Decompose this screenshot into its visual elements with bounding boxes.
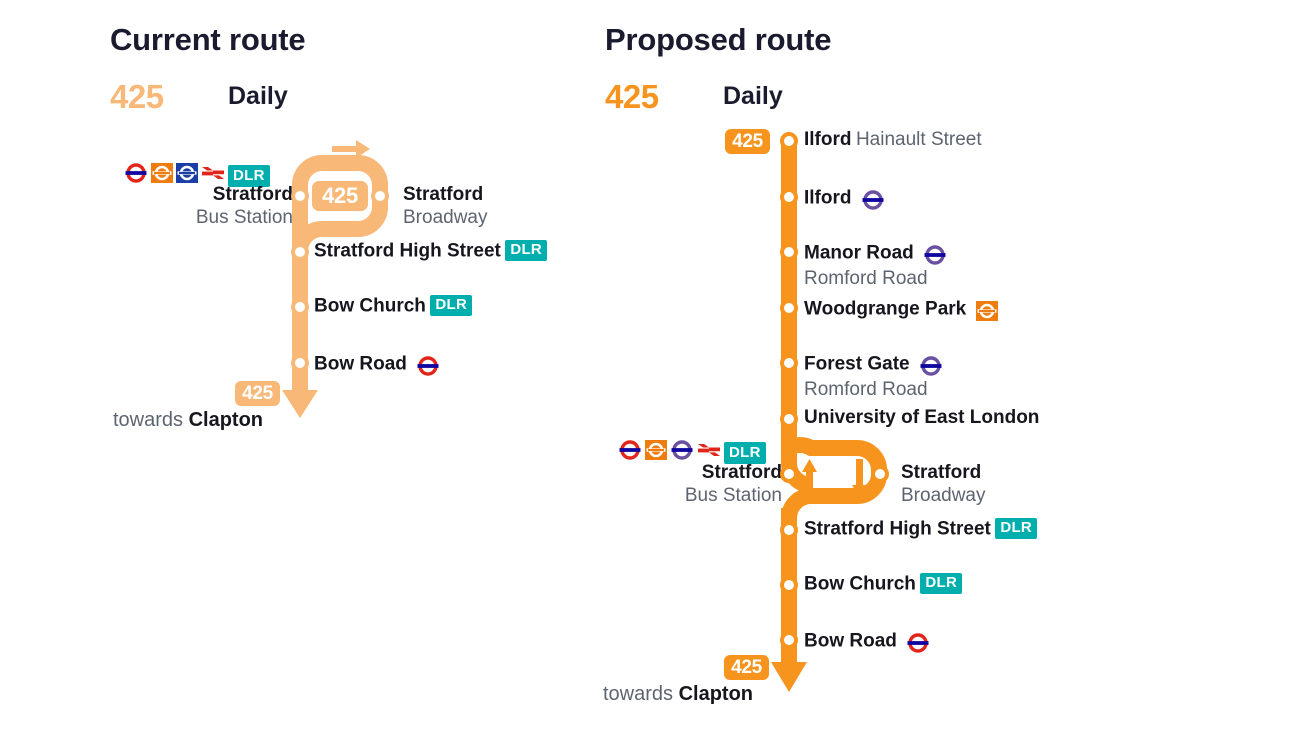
dlr-badge-icon: DLR	[920, 573, 963, 594]
current-stratford-interchange-icons: DLR	[124, 163, 270, 188]
proposed-stop-label-forest-gate: Forest Gate Romford Road	[804, 352, 943, 400]
overground-square-icon	[151, 163, 173, 188]
stop-name: Stratford High Street	[314, 240, 501, 262]
towards-prefix: towards	[603, 683, 674, 705]
stop-marker-manor-road[interactable]	[780, 243, 798, 261]
proposed-stop-label-manor-road: Manor Road Romford Road	[804, 241, 947, 289]
dlr-badge-icon: DLR	[995, 518, 1038, 539]
stop-marker-stratford-high-street[interactable]	[291, 243, 309, 261]
stop-marker-stratford-high-street[interactable]	[780, 521, 798, 539]
stop-subname: Broadway	[403, 206, 488, 228]
towards-prefix: towards	[113, 409, 184, 431]
proposed-route-number: 425	[605, 78, 659, 115]
proposed-stop-label-stratford-bus-station: Stratford Bus Station	[550, 463, 782, 506]
stop-name: Woodgrange Park	[804, 298, 967, 320]
stop-marker-stratford-bus-station[interactable]	[291, 187, 309, 205]
current-stop-label-stratford-bus-station: Stratford Bus Station	[60, 185, 293, 228]
stop-subname: Bus Station	[195, 206, 293, 228]
national-rail-icon	[201, 163, 225, 188]
dlr-badge-icon: DLR	[505, 240, 548, 261]
current-towards-route-badge: 425	[235, 381, 280, 406]
current-towards-label: towards Clapton	[113, 409, 263, 432]
elizabeth-roundel-icon	[670, 440, 694, 465]
stop-marker-bow-road[interactable]	[291, 354, 309, 372]
current-loop-route-badge: 425	[312, 181, 368, 211]
current-stop-label-bow-church: Bow Church DLR	[314, 295, 473, 317]
overground-square-icon	[645, 440, 667, 465]
stop-name: Ilford	[804, 129, 852, 150]
stop-name: Bow Church	[314, 295, 426, 317]
stop-name: Stratford	[901, 462, 982, 483]
current-route-frequency: Daily	[228, 82, 288, 110]
tfl-rail-square-icon	[176, 163, 198, 188]
dlr-badge-icon: DLR	[228, 164, 270, 187]
elizabeth-roundel-icon	[919, 356, 943, 381]
stop-name: Manor Road	[804, 242, 914, 264]
proposed-stop-label-woodgrange-park: Woodgrange Park	[804, 297, 998, 322]
proposed-route-panel: Proposed route 425 Daily 425 Ilford Hain…	[595, 0, 1305, 737]
proposed-stop-label-stratford-broadway: Stratford Broadway	[901, 463, 986, 506]
stop-subname: Broadway	[901, 484, 986, 506]
proposed-top-route-badge: 425	[725, 129, 770, 154]
stop-marker-ilford-hainault-street[interactable]	[780, 132, 798, 150]
stop-subname: Bus Station	[684, 484, 782, 506]
stop-marker-forest-gate[interactable]	[780, 354, 798, 372]
stop-subname: Romford Road	[804, 378, 928, 400]
elizabeth-roundel-icon	[861, 190, 885, 215]
stop-marker-bow-church[interactable]	[291, 298, 309, 316]
national-rail-icon	[697, 440, 721, 465]
stop-name: Bow Church	[804, 573, 916, 595]
proposed-stop-label-ilford-hainault-street: Ilford Hainault Street	[804, 130, 982, 150]
current-stop-label-bow-road: Bow Road	[314, 352, 440, 377]
stop-name: Stratford	[701, 462, 782, 483]
stop-name: Stratford	[212, 184, 293, 205]
stop-marker-stratford-broadway[interactable]	[871, 465, 889, 483]
current-stop-label-stratford-high-street: Stratford High Street DLR	[314, 240, 548, 262]
stop-marker-bow-church[interactable]	[780, 576, 798, 594]
underground-roundel-icon	[618, 440, 642, 465]
towards-place: Clapton	[188, 409, 264, 431]
proposed-towards-label: towards Clapton	[603, 683, 753, 706]
proposed-route-frequency: Daily	[723, 82, 783, 110]
underground-roundel-icon	[416, 356, 440, 381]
stop-name: Stratford	[403, 184, 484, 205]
overground-square-icon	[975, 301, 998, 326]
stop-suffix: Hainault Street	[855, 129, 982, 150]
towards-place: Clapton	[678, 683, 754, 705]
stop-name: Bow Road	[804, 630, 897, 652]
stop-marker-bow-road[interactable]	[780, 631, 798, 649]
stop-name: Stratford High Street	[804, 518, 991, 540]
dlr-badge-icon: DLR	[724, 441, 766, 464]
current-route-heading: Current route	[110, 22, 306, 57]
current-stop-label-stratford-broadway: Stratford Broadway	[403, 185, 488, 228]
stop-marker-university-of-east-london[interactable]	[780, 410, 798, 428]
proposed-stop-label-stratford-high-street: Stratford High Street DLR	[804, 518, 1038, 540]
proposed-stop-label-university-of-east-london: University of East London	[804, 408, 1039, 428]
proposed-route-heading: Proposed route	[605, 22, 832, 57]
proposed-towards-route-badge: 425	[724, 655, 769, 680]
stop-name: Forest Gate	[804, 353, 910, 375]
elizabeth-roundel-icon	[923, 245, 947, 270]
dlr-badge-icon: DLR	[430, 295, 473, 316]
stop-name: Bow Road	[314, 353, 407, 375]
stop-marker-stratford-bus-station[interactable]	[780, 465, 798, 483]
stop-name: Ilford	[804, 187, 852, 209]
stop-marker-stratford-broadway[interactable]	[371, 187, 389, 205]
proposed-route-line-graphic	[771, 141, 887, 692]
proposed-stop-label-bow-church: Bow Church DLR	[804, 573, 963, 595]
stop-name: University of East London	[804, 407, 1040, 428]
underground-roundel-icon	[124, 163, 148, 188]
current-route-panel: Current route 425 Daily 425	[0, 0, 600, 737]
proposed-stop-label-bow-road: Bow Road	[804, 629, 930, 654]
stop-marker-woodgrange-park[interactable]	[780, 299, 798, 317]
proposed-stop-label-ilford: Ilford	[804, 186, 885, 211]
stop-marker-ilford[interactable]	[780, 188, 798, 206]
proposed-stratford-interchange-icons: DLR	[618, 440, 766, 465]
underground-roundel-icon	[906, 633, 930, 658]
current-route-number: 425	[110, 78, 164, 115]
stop-subname: Romford Road	[804, 267, 928, 289]
